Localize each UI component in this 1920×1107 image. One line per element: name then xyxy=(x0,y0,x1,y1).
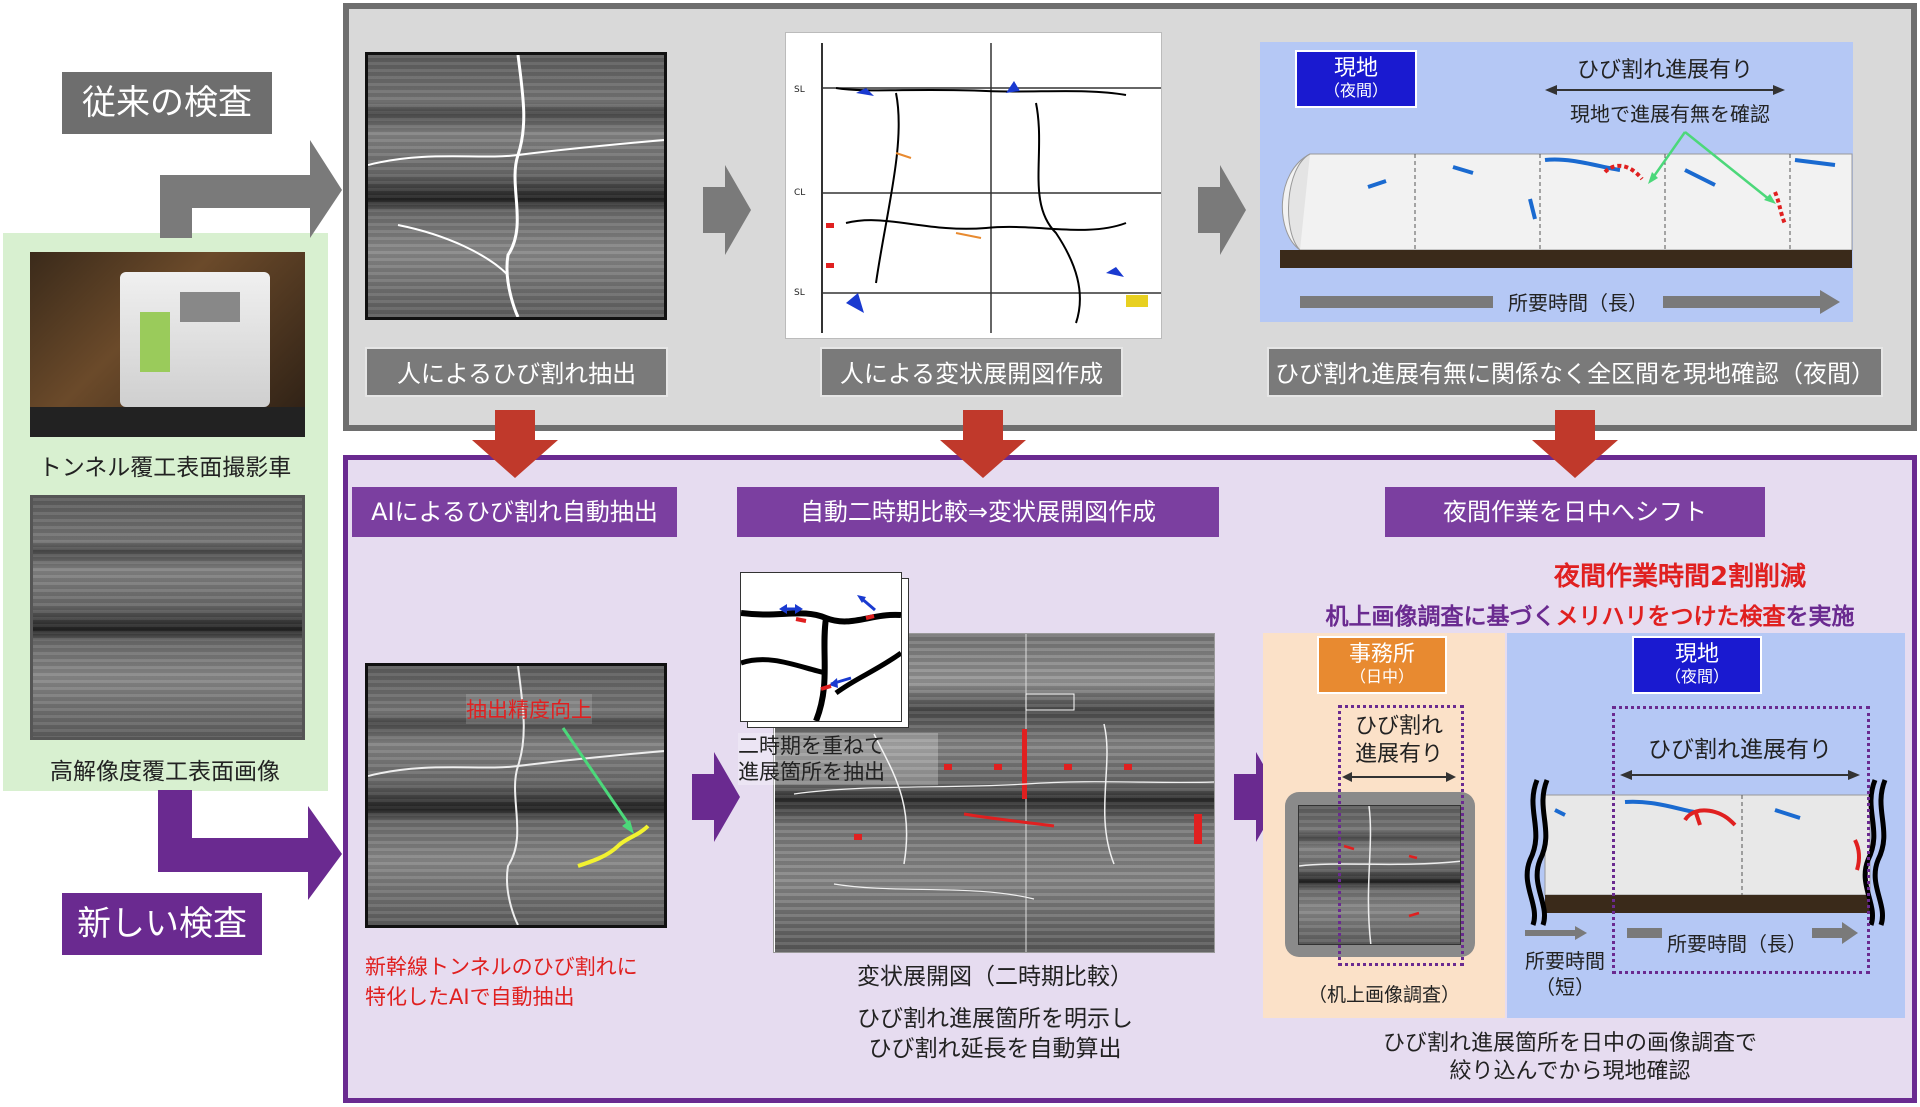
red-down-arrow-2 xyxy=(940,410,1026,478)
office-screen-image xyxy=(1298,805,1461,945)
office-badge: 事務所 （日中） xyxy=(1317,636,1447,694)
manual-deformation-chart: SL CL SL xyxy=(785,32,1162,339)
bottom-note-line1: ひび割れ進展箇所を日中の画像調査で xyxy=(1382,1031,1757,1056)
crack-progress-label: ひび割れ進展有り xyxy=(1576,58,1753,83)
overlay-line2: 進展箇所を抽出 xyxy=(738,760,885,784)
flow-arrow-2 xyxy=(1198,165,1246,255)
time-long-label: 所要時間（長） xyxy=(1493,287,1663,316)
hires-caption: 高解像度覆工表面画像 xyxy=(50,759,280,785)
new-title: 新しい検査 xyxy=(62,893,262,955)
onsite-badge-line2: （夜間） xyxy=(1323,81,1388,100)
red-down-arrow-1 xyxy=(472,410,558,478)
onsite-night-diagram: 現地 （夜間） ひび割れ進展有り 現地で進展有無を確認 所要時間（長） xyxy=(1260,42,1853,322)
office-span-arrow xyxy=(1342,772,1456,782)
office-crack-line2: 進展有り xyxy=(1354,742,1443,767)
ai-caption-line2c: で自動抽出 xyxy=(469,985,575,1009)
new-onsite-badge-line2: （夜間） xyxy=(1664,667,1729,686)
new-time-long-label: 所要時間（長） xyxy=(1662,928,1812,957)
confirm-onsite-label: 現地で進展有無を確認 xyxy=(1570,102,1770,126)
office-badge-line2: （日中） xyxy=(1349,667,1414,686)
policy-b: メリハリをつけた検査 xyxy=(1555,604,1786,630)
policy-a: 机上画像調査に基づく xyxy=(1325,604,1556,630)
red-down-arrow-3 xyxy=(1532,410,1618,478)
inspection-car-photo xyxy=(30,252,305,437)
overlay-caption: 二時期を重ねて 進展箇所を抽出 xyxy=(738,733,938,785)
onsite-night-badge: 現地 （夜間） xyxy=(1295,50,1417,108)
ai-caption-line1: 新幹線トンネルのひび割れに xyxy=(365,955,638,979)
office-crack-label: ひび割れ 進展有り xyxy=(1340,713,1458,769)
time-short-label: 所要時間 （短） xyxy=(1510,948,1620,1000)
chart-mark-cl: CL xyxy=(794,188,806,198)
car-caption: トンネル覆工表面撮影車 xyxy=(38,455,292,481)
policy-label: 机上画像調査に基づくメリハリをつけた検査を実施 xyxy=(1290,597,1890,631)
new-onsite-crack-label: ひび割れ進展有り xyxy=(1648,737,1832,763)
chart-caption: 変状展開図（二時期比較） xyxy=(857,964,1133,990)
accuracy-label: 抽出精度向上 xyxy=(466,694,592,724)
flow-arrow-1 xyxy=(703,165,751,255)
chart-note-line1: ひび割れ進展箇所を明示し xyxy=(857,1006,1133,1032)
onsite-badge-line1: 現地 xyxy=(1333,56,1378,81)
new-step1-label: AIによるひび割れ自動抽出 xyxy=(352,487,677,537)
old-step1-label: 人によるひび割れ抽出 xyxy=(365,347,668,397)
new-arrow xyxy=(158,790,342,900)
bottom-note-line2: 絞り込んでから現地確認 xyxy=(1449,1059,1691,1084)
manual-extraction-image xyxy=(365,52,667,320)
new-onsite-badge: 現地 （夜間） xyxy=(1632,636,1762,694)
new-step3-label: 夜間作業を日中へシフト xyxy=(1385,487,1765,537)
new-step2-label: 自動二時期比較⇒変状展開図作成 xyxy=(737,487,1219,537)
chart-note: ひび割れ進展箇所を明示し ひび割れ延長を自動算出 xyxy=(770,1004,1220,1064)
new-flow-arrow-1 xyxy=(692,752,740,842)
office-crack-line1: ひび割れ xyxy=(1354,714,1443,739)
desk-survey-label: （机上画像調査） xyxy=(1307,984,1460,1006)
bottom-note: ひび割れ進展箇所を日中の画像調査で 絞り込んでから現地確認 xyxy=(1290,1030,1850,1086)
new-onsite-crack-box xyxy=(1612,706,1870,974)
overlay-inset xyxy=(740,572,903,723)
conventional-arrow xyxy=(160,140,342,238)
old-step2-label: 人による変状展開図作成 xyxy=(820,347,1123,397)
ai-caption: 新幹線トンネルのひび割れに 特化したAIで自動抽出 xyxy=(365,952,705,1012)
office-badge-line1: 事務所 xyxy=(1348,642,1415,667)
conventional-title: 従来の検査 xyxy=(62,72,272,134)
chart-mark-sl-top: SL xyxy=(794,85,805,95)
chart-mark-sl-bottom: SL xyxy=(794,288,805,298)
time-short-line2: （短） xyxy=(1535,975,1595,999)
new-flow-arrow-2 xyxy=(1234,752,1282,842)
ai-extraction-image: 抽出精度向上 xyxy=(365,663,667,928)
office-crack-box xyxy=(1338,705,1464,966)
policy-c: を実施 xyxy=(1785,604,1855,630)
new-onsite-badge-line1: 現地 xyxy=(1674,642,1719,667)
time-short-line1: 所要時間 xyxy=(1525,949,1605,973)
overlay-line1: 二時期を重ねて xyxy=(738,734,885,758)
chart-note-line2: ひび割れ延長を自動算出 xyxy=(868,1036,1122,1062)
old-step3-label: ひび割れ進展有無に関係なく全区間を現地確認（夜間） xyxy=(1267,347,1883,397)
hires-lining-image xyxy=(30,495,305,740)
ai-caption-line2a: 特化した xyxy=(365,985,449,1009)
reduction-label: 夜間作業時間2割削減 xyxy=(1553,562,1807,592)
ai-caption-line2b: AI xyxy=(449,985,470,1009)
